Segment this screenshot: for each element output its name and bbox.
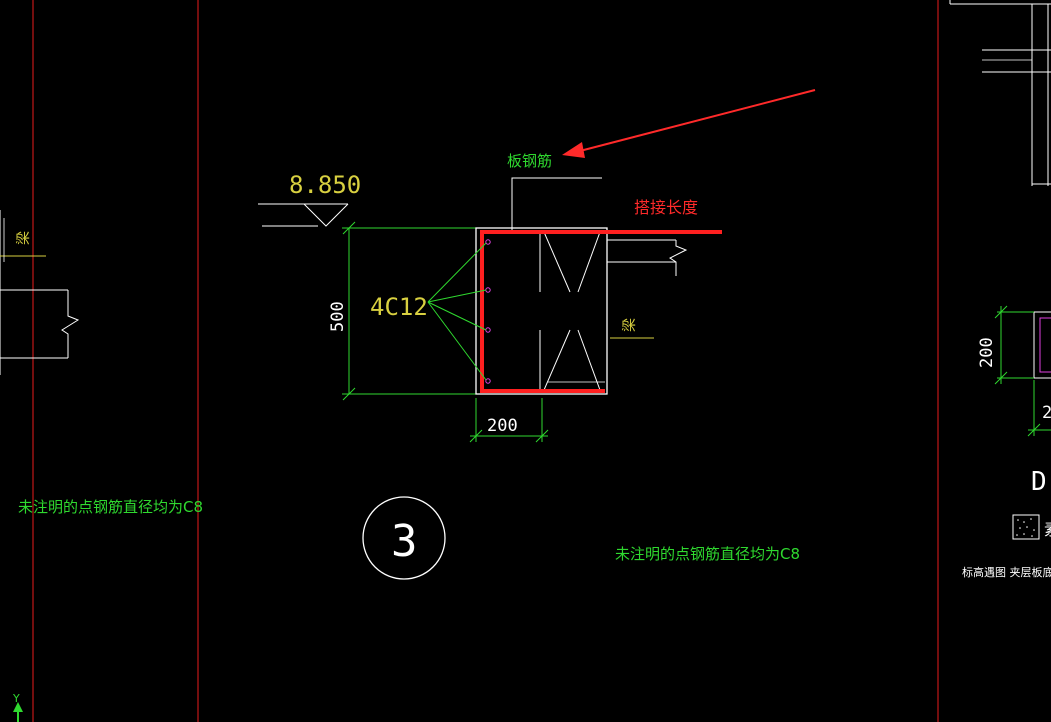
right-partial-detail — [949, 0, 1051, 540]
left-partial-detail — [0, 210, 80, 375]
legend-hatch-pattern — [1016, 518, 1035, 537]
note-center: 未注明的点钢筋直径均为C8 — [615, 545, 800, 563]
annotation-arrow — [562, 89, 816, 158]
beam-label-left: 梁 — [16, 231, 32, 245]
right-letter-fragment: D — [1031, 467, 1047, 497]
elevation-value: 8.850 — [289, 171, 361, 199]
lap-length-label: 搭接长度 — [634, 198, 698, 217]
highlighted-rebar — [480, 230, 722, 393]
beam-section — [475, 227, 608, 395]
right-note-fragment: 标高遇图 夹层板底~ 梁 — [962, 565, 1051, 579]
right-dimension-height-value: 200 — [977, 337, 997, 368]
dimension-height-value: 500 — [328, 301, 348, 332]
right-dimension-width-fragment: 2 — [1042, 403, 1051, 423]
rebar-dots — [485, 239, 491, 384]
ucs-axis-label: Y — [12, 692, 20, 705]
detail-number-circle — [362, 496, 446, 580]
right-legend-fragment: 素 — [1044, 520, 1051, 539]
slab-section — [607, 239, 688, 339]
slab-rebar-leader — [511, 177, 602, 232]
rebar-count-leaders — [427, 242, 487, 381]
rebar-count-label: 4C12 — [370, 293, 428, 321]
note-left: 未注明的点钢筋直径均为C8 — [18, 498, 203, 516]
slab-rebar-label: 板钢筋 — [507, 152, 552, 170]
elevation-marker — [258, 203, 349, 227]
dimension-width-value: 200 — [487, 416, 518, 436]
beam-label-right: 梁 — [622, 318, 638, 332]
detail-number: 3 — [391, 516, 418, 567]
dimension-height — [342, 221, 476, 401]
dimension-width — [469, 398, 549, 443]
ucs-axis-icon — [13, 702, 23, 722]
